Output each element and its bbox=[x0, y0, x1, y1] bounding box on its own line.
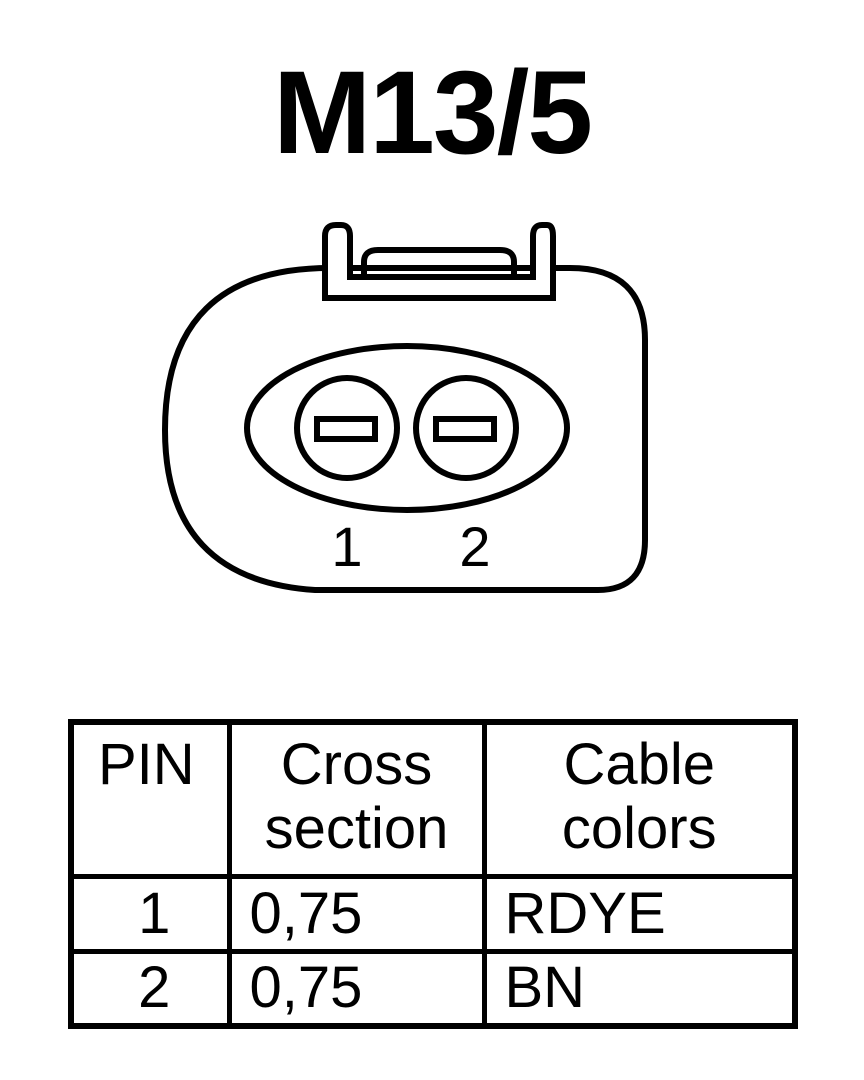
header-cross-section-text: Cross section bbox=[264, 732, 449, 861]
row-1-cable-color: RDYE bbox=[481, 873, 798, 954]
row-2-cross-section: 0,75 bbox=[226, 948, 487, 1029]
pin-cavity bbox=[244, 343, 570, 513]
table-row: 2 0,75 BN bbox=[68, 948, 798, 1029]
header-cross-section: Cross section bbox=[226, 719, 487, 879]
row-1-pin: 1 bbox=[68, 873, 232, 954]
pin-1-contact bbox=[314, 416, 378, 442]
pin-2-label: 2 bbox=[459, 515, 490, 578]
pin-table-header-row: PIN Cross section Cable colors bbox=[68, 719, 798, 879]
header-pin: PIN bbox=[68, 719, 232, 879]
connector-housing bbox=[161, 265, 648, 593]
table-row: 1 0,75 RDYE bbox=[68, 873, 798, 954]
row-2-cable-color: BN bbox=[481, 948, 798, 1029]
pin-2-contact bbox=[433, 416, 497, 442]
header-cable-colors-text: Cable colors bbox=[561, 732, 717, 861]
pin-2-socket bbox=[413, 375, 519, 481]
pin-1-socket bbox=[294, 375, 400, 481]
connector-title: M13/5 bbox=[273, 47, 593, 179]
connector-diagram: 1 2 bbox=[161, 222, 648, 593]
row-2-pin: 2 bbox=[68, 948, 232, 1029]
pin-1-label: 1 bbox=[331, 515, 362, 578]
header-cable-colors: Cable colors bbox=[481, 719, 798, 879]
pin-table: PIN Cross section Cable colors 1 0,75 RD… bbox=[68, 719, 798, 1029]
locking-tab bbox=[322, 222, 556, 301]
row-1-cross-section: 0,75 bbox=[226, 873, 487, 954]
locking-tab-inner bbox=[361, 247, 517, 277]
